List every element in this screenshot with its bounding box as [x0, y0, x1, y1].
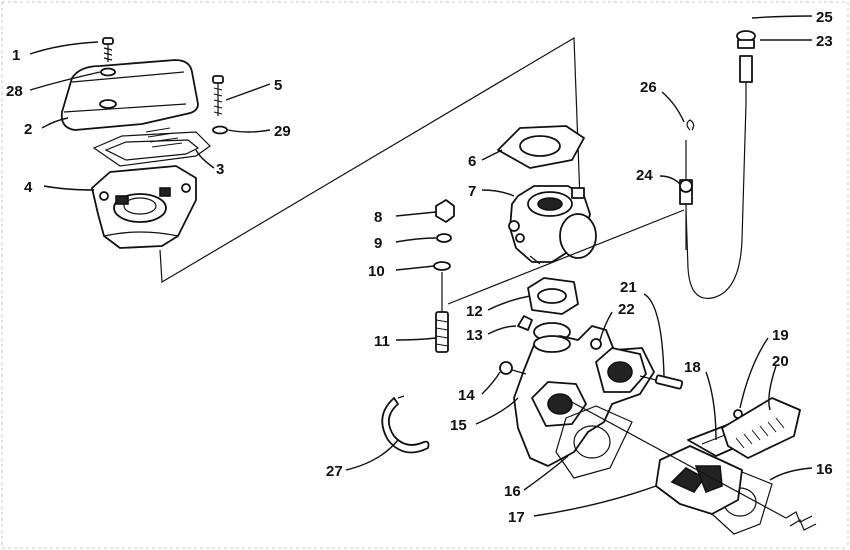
callout-16-right: 16 [816, 461, 833, 478]
callout-labels: 1 2 3 4 5 6 7 8 9 10 11 12 13 14 15 16 1… [6, 9, 833, 526]
clamp-27-part [381, 395, 430, 454]
callout-22: 22 [618, 301, 635, 318]
callout-6: 6 [468, 153, 476, 170]
callout-24: 24 [636, 167, 653, 184]
stud-11-part [435, 272, 449, 353]
nut-8-part [435, 199, 455, 223]
reed-reference-line [567, 399, 787, 519]
reference-line-break-mark [785, 511, 817, 531]
callout-18: 18 [684, 359, 701, 376]
callout-15: 15 [450, 417, 467, 434]
callout-1: 1 [12, 47, 20, 64]
callout-19: 19 [772, 327, 789, 344]
callout-16-left: 16 [504, 483, 521, 500]
screw-5-part [212, 75, 224, 116]
callout-28: 28 [6, 83, 23, 100]
callout-8: 8 [374, 209, 382, 226]
silencer-lid-part [60, 59, 199, 148]
reed-cage-part [655, 445, 743, 515]
callout-29: 29 [274, 123, 291, 140]
flange-gasket-part [527, 277, 579, 315]
callout-20: 20 [772, 353, 789, 370]
callout-21: 21 [620, 279, 637, 296]
washer-9-part [436, 233, 452, 243]
washer-22-part [590, 338, 602, 350]
cable-reference-line [447, 209, 685, 305]
throttle-cable-part [679, 30, 756, 300]
washer-29-part [212, 125, 228, 135]
leader-lines [29, 15, 813, 517]
callout-26: 26 [640, 79, 657, 96]
cap-screw-14-part [499, 361, 527, 375]
silencer-base-part [91, 165, 197, 249]
callout-12: 12 [466, 303, 483, 320]
callout-5: 5 [274, 77, 282, 94]
assembly-reference-line [159, 36, 581, 284]
callout-7: 7 [468, 183, 476, 200]
carburetor-gasket-part [497, 125, 585, 169]
reed-gasket-left-part [555, 405, 633, 479]
callout-14: 14 [458, 387, 475, 404]
callout-2: 2 [24, 121, 32, 138]
stud-21-part [639, 374, 684, 390]
callout-23: 23 [816, 33, 833, 50]
stopper-plate-part [721, 397, 801, 459]
carburetor-body-part [508, 185, 597, 265]
intake-manifold-part [513, 325, 655, 467]
callout-25: 25 [816, 9, 833, 26]
callout-3: 3 [216, 161, 224, 178]
callout-9: 9 [374, 235, 382, 252]
callout-13: 13 [466, 327, 483, 344]
callout-27: 27 [326, 463, 343, 480]
callout-10: 10 [368, 263, 385, 280]
washer-10-part [433, 261, 451, 271]
screw-1-part [102, 37, 114, 62]
e-clip-26-part [686, 119, 695, 131]
callout-4: 4 [24, 179, 33, 196]
washer-28-part [100, 67, 116, 77]
callout-11: 11 [374, 333, 390, 350]
callout-17: 17 [508, 509, 525, 526]
silencer-gasket-part [92, 131, 211, 167]
